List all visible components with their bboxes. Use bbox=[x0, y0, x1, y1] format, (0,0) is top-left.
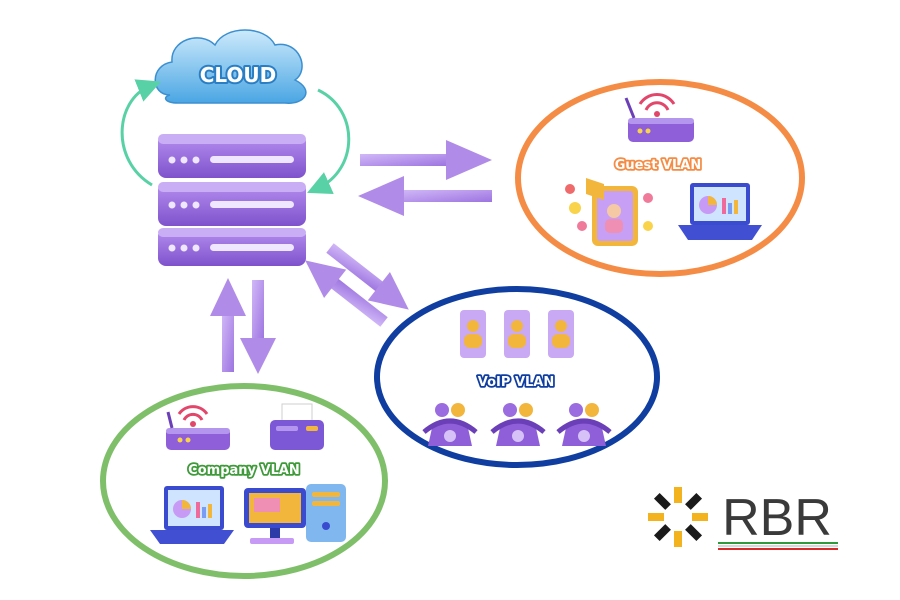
arrow-from-guest bbox=[358, 176, 492, 216]
desk-phone-icon bbox=[422, 403, 478, 446]
logo-stripe bbox=[718, 542, 838, 544]
desk-phone-icon bbox=[490, 403, 546, 446]
phone-contact-icon bbox=[504, 310, 530, 358]
arrow-to-company bbox=[240, 280, 276, 374]
smartphone-social-icon bbox=[565, 178, 653, 246]
arrow-from-company bbox=[210, 278, 246, 372]
company-vlan-label: Company VLAN bbox=[188, 463, 300, 478]
sync-cycle-icon bbox=[120, 79, 351, 194]
cloud-label: CLOUD bbox=[200, 63, 277, 87]
guest-vlan-ellipse bbox=[515, 79, 805, 277]
rbr-logo: RBR bbox=[648, 487, 838, 550]
company-vlan-group: Company VLAN bbox=[100, 383, 388, 579]
printer-icon bbox=[270, 403, 324, 450]
arrow-to-voip bbox=[326, 243, 409, 310]
guest-vlan-label: Guest VLAN bbox=[615, 158, 702, 173]
server-unit bbox=[158, 228, 306, 266]
voip-vlan-label: VoIP VLAN bbox=[478, 375, 554, 390]
desk-phone-icon bbox=[556, 403, 612, 446]
router-icon bbox=[166, 405, 230, 450]
company-vlan-ellipse bbox=[100, 383, 388, 579]
cloud-icon: CLOUD bbox=[154, 29, 307, 104]
voip-vlan-ellipse bbox=[374, 286, 660, 468]
rbr-logo-text: RBR bbox=[722, 489, 832, 547]
server-stack-icon bbox=[158, 134, 306, 266]
logo-stripe bbox=[718, 545, 838, 547]
rbr-logo-mark-icon bbox=[648, 487, 708, 547]
laptop-icon bbox=[678, 183, 762, 240]
arrow-to-guest bbox=[360, 140, 492, 180]
guest-vlan-group: Guest VLAN bbox=[515, 79, 805, 277]
router-icon bbox=[624, 93, 694, 142]
voip-vlan-group: VoIP VLAN bbox=[374, 286, 660, 468]
phone-contact-icon bbox=[548, 310, 574, 358]
server-unit bbox=[158, 182, 306, 226]
laptop-icon bbox=[150, 486, 234, 544]
desktop-computer-icon bbox=[244, 484, 346, 544]
server-unit bbox=[158, 134, 306, 178]
logo-stripe bbox=[718, 548, 838, 550]
arrow-from-voip bbox=[305, 260, 388, 327]
phone-contact-icon bbox=[460, 310, 486, 358]
